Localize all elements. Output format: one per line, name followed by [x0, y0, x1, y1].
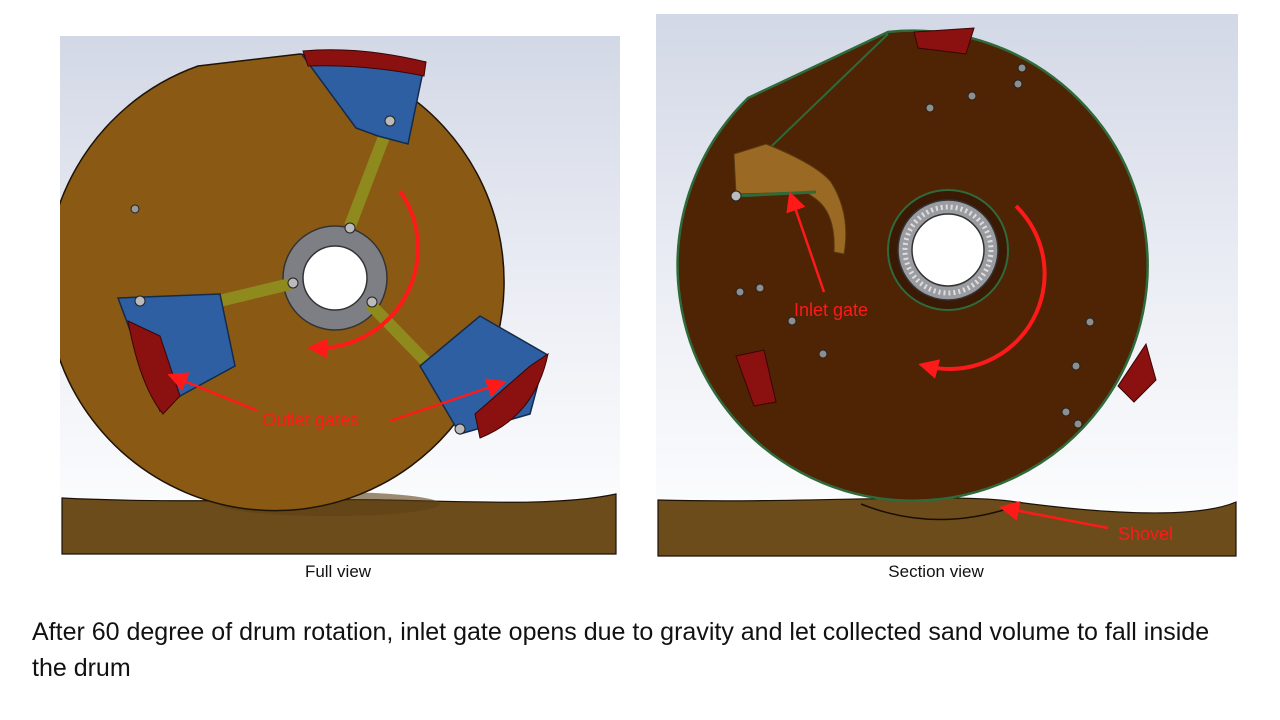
- callout-line: [999, 501, 1109, 530]
- shovel: [860, 503, 1017, 521]
- callout-shovel: Shovel: [1118, 524, 1173, 544]
- rotation-arrow: [307, 189, 420, 359]
- callout-line: [786, 191, 826, 293]
- full-view-diagram: Outlet gates: [60, 36, 620, 556]
- callout-line: [167, 372, 259, 413]
- outlet-gate-assembly-right: [365, 296, 549, 439]
- bolts: [735, 63, 1095, 429]
- outlet-gate-assembly-top: [301, 49, 427, 234]
- section-view-panel: Inlet gate Shovel: [656, 14, 1238, 558]
- callout-inlet-gate: Inlet gate: [794, 300, 868, 320]
- inlet-gate-hinge: [730, 190, 742, 202]
- caption: After 60 degree of drum rotation, inlet …: [32, 618, 1210, 682]
- rotation-arrow: [918, 204, 1047, 379]
- bolt: [130, 204, 140, 214]
- hub-hole: [911, 213, 985, 287]
- hub-hole: [302, 245, 368, 311]
- section-view-diagram: Inlet gate Shovel: [656, 14, 1238, 558]
- gate-right: [1117, 342, 1157, 403]
- section-view-label: Section view: [888, 562, 984, 581]
- full-view-panel: Outlet gates: [60, 36, 620, 556]
- outlet-gate-assembly-left: [116, 277, 299, 415]
- gate-left: [735, 349, 777, 407]
- cut-line: [750, 33, 889, 167]
- full-view-label: Full view: [304, 562, 372, 581]
- bearing-balls: [902, 204, 994, 296]
- callout-line: [389, 378, 507, 423]
- gate-top: [913, 27, 975, 55]
- inlet-gate: [733, 143, 847, 255]
- callout-outlet-gates: Outlet gates: [262, 410, 359, 430]
